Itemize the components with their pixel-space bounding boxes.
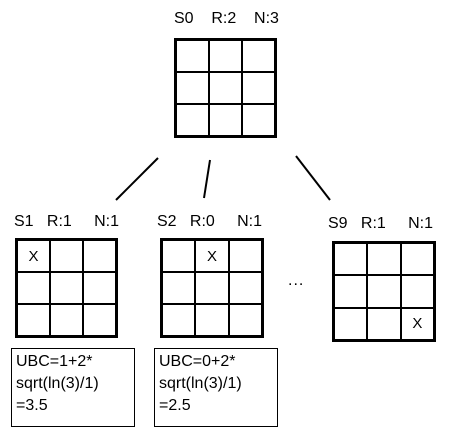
- s1-visits-label: N:1: [94, 213, 119, 230]
- board-cell: [400, 243, 434, 276]
- root-header: S0 R:2 N:3: [174, 10, 279, 28]
- board-cell: [242, 104, 275, 136]
- board-cell: [400, 275, 434, 308]
- board-cell: [228, 240, 262, 272]
- s2-board: X: [160, 238, 264, 338]
- s2-ucb-box: UBC=0+2* sqrt(ln(3)/1) =2.5: [154, 348, 278, 427]
- board-cell: [83, 272, 116, 304]
- board-cell: X: [195, 240, 229, 272]
- root-reward-label: R:2: [211, 10, 237, 27]
- s2-visits-label: N:1: [237, 213, 262, 230]
- s1-board: X: [15, 238, 118, 338]
- s9-reward-label: R:1: [360, 215, 386, 232]
- board-cell: [83, 304, 116, 336]
- s9-header: S9 R:1 N:1: [328, 215, 433, 233]
- board-cell: [17, 304, 50, 336]
- board-cell: [334, 275, 368, 308]
- board-cell: [195, 272, 229, 304]
- board-cell: [209, 40, 242, 72]
- s2-state-label: S2: [157, 213, 177, 230]
- ucb-line: sqrt(ln(3)/1): [16, 375, 99, 392]
- board-cell: [242, 40, 275, 72]
- board-cell: [176, 104, 209, 136]
- board-cell: [228, 272, 262, 304]
- board-cell: [367, 243, 401, 276]
- board-cell: [209, 72, 242, 104]
- ellipsis: ...: [288, 272, 305, 289]
- board-cell: [367, 275, 401, 308]
- board-cell: [50, 304, 83, 336]
- board-cell: [228, 304, 262, 336]
- board-cell: [50, 272, 83, 304]
- board-cell: X: [400, 307, 434, 340]
- s1-reward-label: R:1: [46, 213, 72, 230]
- root-visits-label: N:3: [254, 10, 279, 27]
- board-cell: [162, 304, 196, 336]
- board-cell: [176, 72, 209, 104]
- ucb-line: =3.5: [16, 397, 48, 414]
- board-cell: [334, 243, 368, 276]
- s9-visits-label: N:1: [408, 215, 433, 232]
- root-board: [174, 38, 277, 138]
- s1-header: S1 R:1 N:1: [14, 213, 119, 231]
- board-cell: [50, 240, 83, 272]
- root-state-label: S0: [174, 10, 194, 27]
- board-cell: [176, 40, 209, 72]
- ucb-line: UBC=0+2*: [159, 353, 236, 370]
- board-cell: [162, 240, 196, 272]
- board-cell: [17, 272, 50, 304]
- s9-state-label: S9: [328, 215, 348, 232]
- s2-reward-label: R:0: [189, 213, 215, 230]
- board-cell: [367, 307, 401, 340]
- edge-s0-s2: [203, 159, 211, 199]
- ucb-line: UBC=1+2*: [16, 353, 93, 370]
- board-cell: [242, 72, 275, 104]
- board-cell: [162, 272, 196, 304]
- ucb-line: sqrt(ln(3)/1): [159, 375, 242, 392]
- s2-header: S2 R:0 N:1: [157, 213, 262, 231]
- board-cell: [209, 104, 242, 136]
- board-cell: X: [17, 240, 50, 272]
- board-cell: [83, 240, 116, 272]
- edge-s0-s9: [295, 155, 331, 201]
- ucb-line: =2.5: [159, 397, 191, 414]
- board-cell: [195, 304, 229, 336]
- edge-s0-s1: [115, 157, 159, 201]
- s1-state-label: S1: [14, 213, 34, 230]
- s9-board: X: [332, 241, 436, 342]
- s1-ucb-box: UBC=1+2* sqrt(ln(3)/1) =3.5: [11, 348, 135, 427]
- board-cell: [334, 307, 368, 340]
